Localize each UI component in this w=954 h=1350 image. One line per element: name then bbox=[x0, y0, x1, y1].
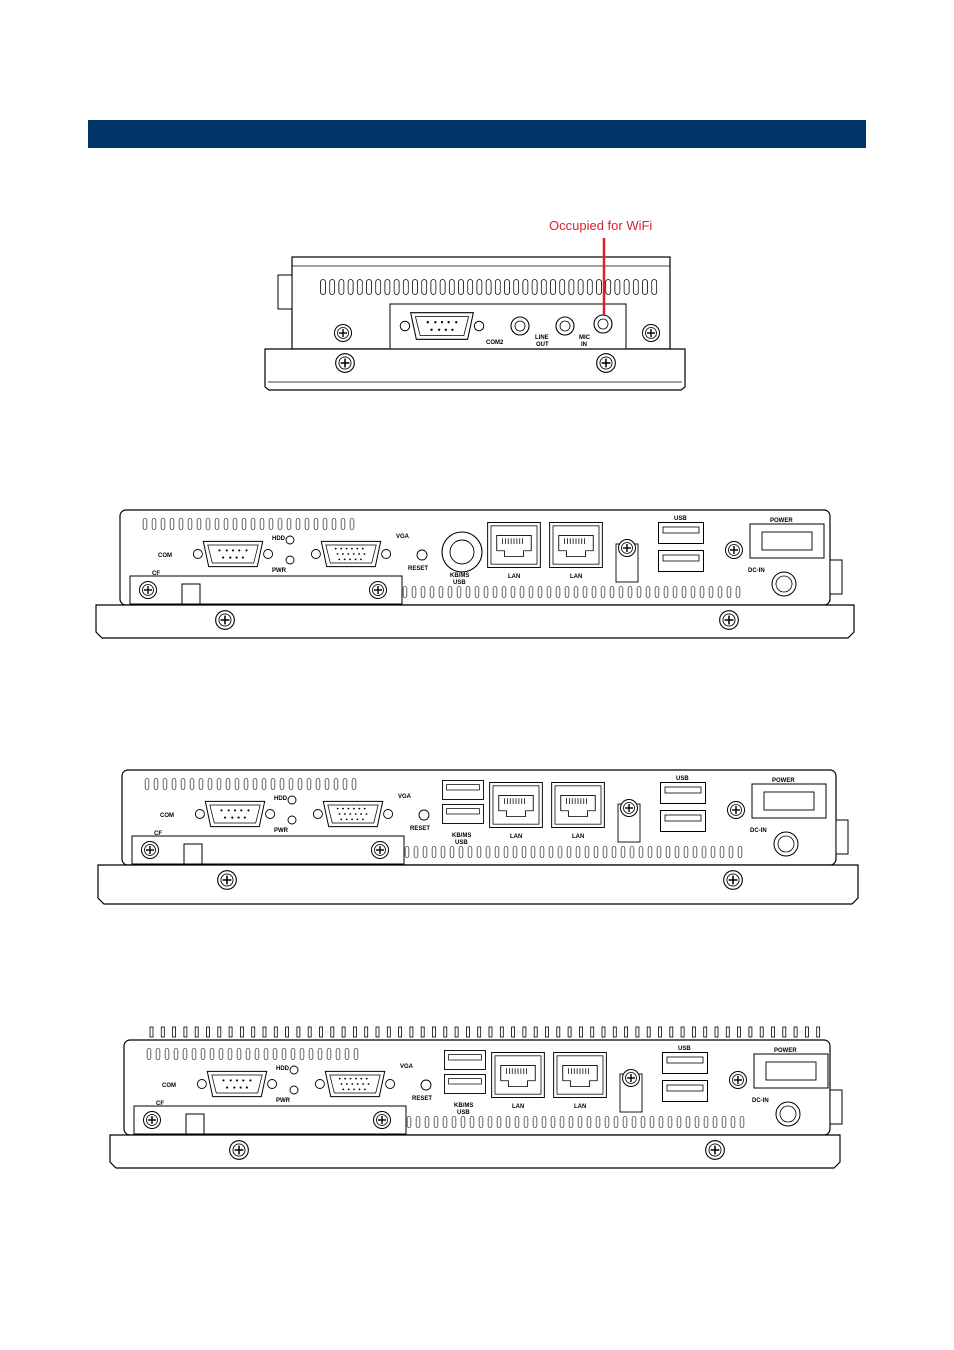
lan-label-1: LAN bbox=[512, 1104, 524, 1110]
kbms-label-1: KB/MS bbox=[450, 573, 469, 579]
section-header-bar bbox=[88, 120, 866, 148]
dc-in-label: DC-IN bbox=[752, 1098, 769, 1104]
mic-in-label-1: MIC bbox=[579, 335, 591, 341]
usb-label: USB bbox=[674, 516, 687, 522]
reset-label: RESET bbox=[410, 826, 430, 832]
cf-label: CF bbox=[154, 831, 162, 837]
dc-in-label: DC-IN bbox=[750, 828, 767, 834]
power-label: POWER bbox=[770, 518, 793, 524]
kbms-label-1: KB/MS bbox=[454, 1103, 473, 1109]
cf-label: CF bbox=[156, 1101, 164, 1107]
side-panel-top: COM2 LINE OUT MIC IN bbox=[264, 238, 686, 391]
hdd-label: HDD bbox=[272, 536, 286, 542]
usb-label: USB bbox=[678, 1046, 691, 1052]
usb-label: USB bbox=[676, 776, 689, 782]
reset-label: RESET bbox=[412, 1096, 432, 1102]
hdd-label: HDD bbox=[276, 1066, 290, 1072]
com-label: COM bbox=[158, 553, 172, 559]
hdd-label: HDD bbox=[274, 796, 288, 802]
com-label: COM bbox=[160, 813, 174, 819]
dc-in-label: DC-IN bbox=[748, 568, 765, 574]
vga-label: VGA bbox=[398, 794, 412, 800]
com-label: COM bbox=[162, 1083, 176, 1089]
line-out-label-1: LINE bbox=[535, 335, 549, 341]
vga-label: VGA bbox=[396, 534, 410, 540]
kbms-label-2: USB bbox=[455, 840, 468, 846]
lan-label-1: LAN bbox=[508, 574, 520, 580]
pwr-label: PWR bbox=[276, 1098, 291, 1104]
cf-label: CF bbox=[152, 571, 160, 577]
lan-label-2: LAN bbox=[572, 834, 584, 840]
lan-label-1: LAN bbox=[510, 834, 522, 840]
mic-in-label-2: IN bbox=[581, 342, 587, 348]
kbms-label-1: KB/MS bbox=[452, 833, 471, 839]
lan-label-2: LAN bbox=[570, 574, 582, 580]
pwr-label: PWR bbox=[274, 828, 289, 834]
vga-label: VGA bbox=[400, 1064, 414, 1070]
wifi-callout-label: Occupied for WiFi bbox=[549, 218, 653, 233]
com2-label: COM2 bbox=[486, 340, 504, 346]
kbms-label-2: USB bbox=[457, 1110, 470, 1116]
kbms-label-2: USB bbox=[453, 580, 466, 586]
power-label: POWER bbox=[772, 778, 795, 784]
power-label: POWER bbox=[774, 1048, 797, 1054]
reset-label: RESET bbox=[408, 566, 428, 572]
line-out-label-2: OUT bbox=[536, 342, 549, 348]
lan-label-2: LAN bbox=[574, 1104, 586, 1110]
pwr-label: PWR bbox=[272, 568, 287, 574]
